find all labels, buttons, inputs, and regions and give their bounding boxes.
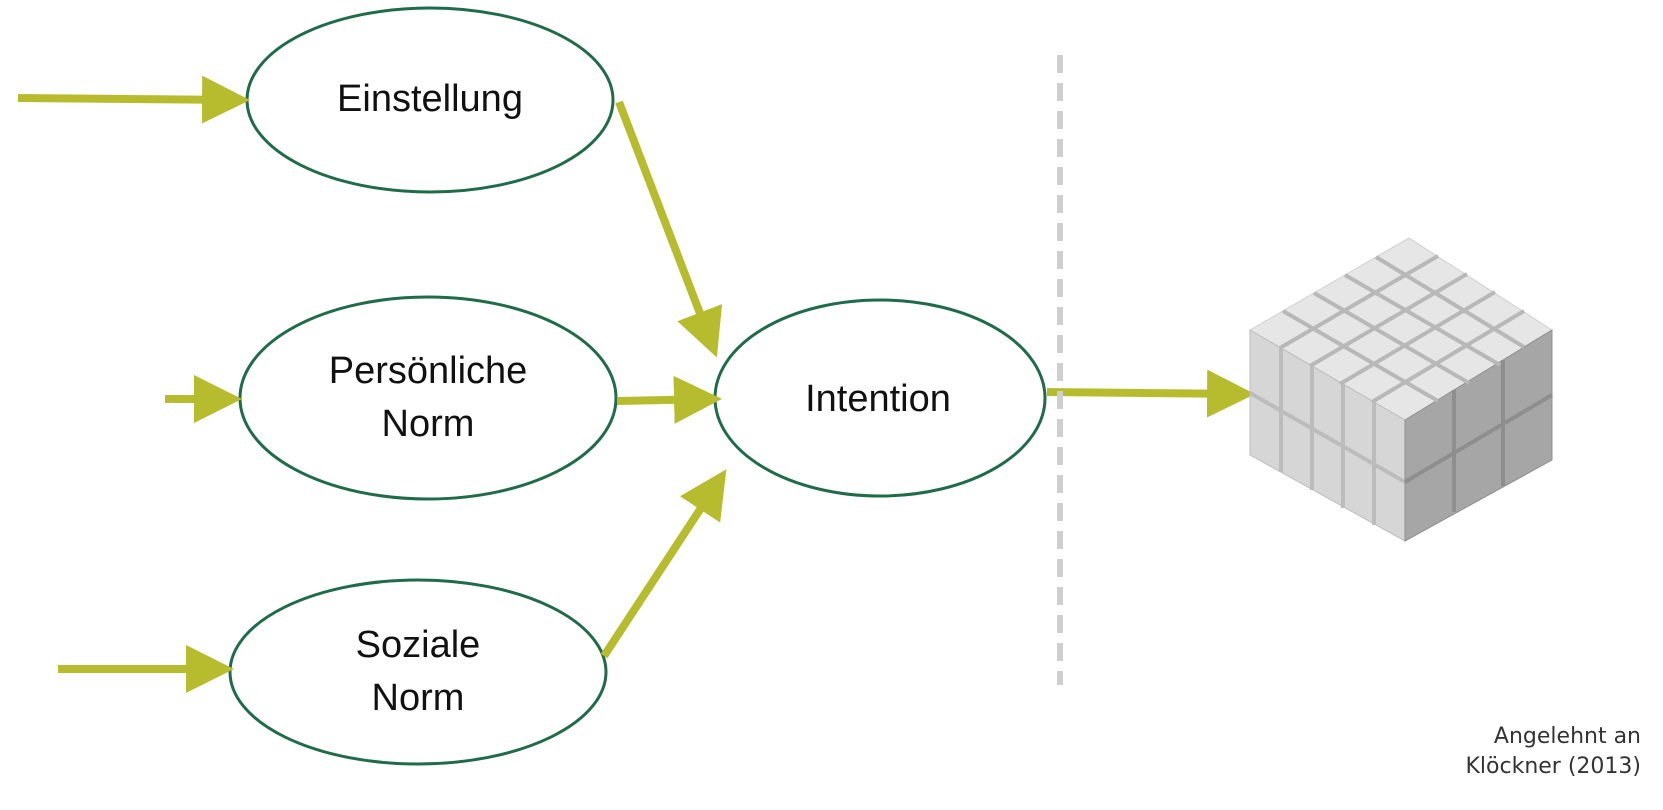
arrow-persoenliche-norm-to-intention [616,375,722,424]
soziale-norm-line-2: Norm [371,677,465,719]
input-arrow-einstellung [17,75,250,124]
arrow-intention-to-behavior [1046,369,1255,418]
einstellung-label: Einstellung [250,50,610,150]
cube-blocks-icon [1249,237,1554,542]
persoenliche-norm-line-2: Norm [381,403,475,445]
soziale-norm-line-1: Soziale [355,623,481,666]
arrow-soziale-norm-to-intention [600,469,727,659]
einstellung-text: Einstellung [337,78,523,121]
arrow-einstellung-to-intention [615,100,723,358]
soziale-norm-label: Soziale Norm [233,604,603,740]
persoenliche-norm-label: Persönliche Norm [243,330,613,466]
source-citation: Angelehnt an Klöckner (2013) [1465,722,1641,782]
source-line-2: Klöckner (2013) [1465,754,1641,779]
source-line-1: Angelehnt an [1493,724,1641,749]
intention-label: Intention [718,350,1038,450]
intention-text: Intention [805,378,951,421]
persoenliche-norm-line-1: Persönliche [328,349,528,392]
